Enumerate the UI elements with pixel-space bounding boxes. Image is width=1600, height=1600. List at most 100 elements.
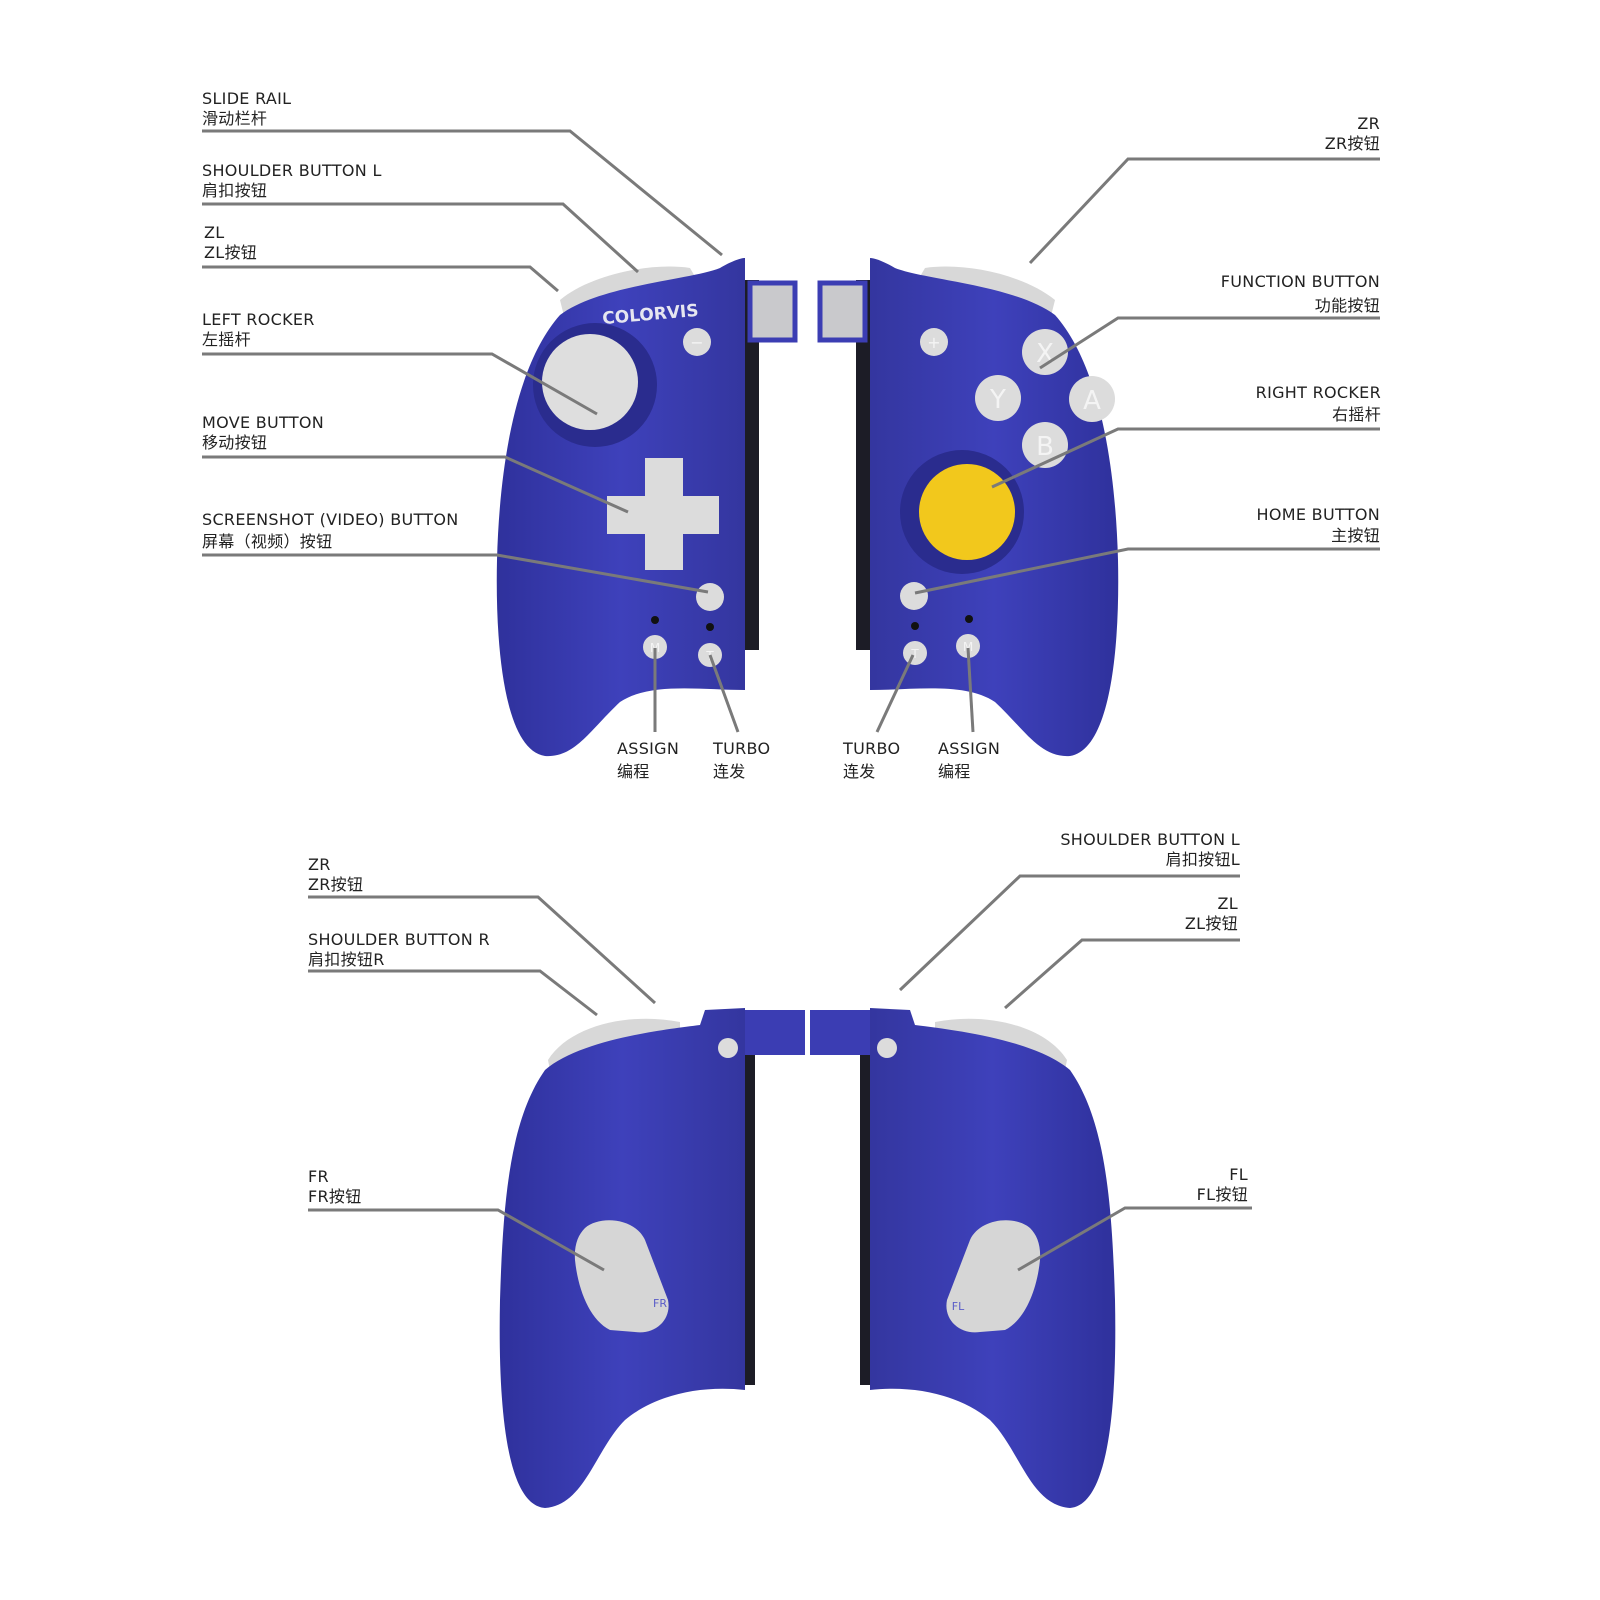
fr-mark: FR [653, 1297, 667, 1310]
leader-right-rocker [991, 427, 1380, 489]
label-zh: 屏幕（视频）按钮 [202, 532, 333, 551]
plus-glyph: + [927, 333, 940, 352]
rail-release-button[interactable] [877, 1038, 897, 1058]
x-button[interactable] [1022, 329, 1068, 375]
led-dot [965, 615, 973, 623]
label-en: MOVE BUTTON [202, 413, 325, 432]
t-glyph: T [910, 647, 919, 661]
fl-paddle[interactable] [946, 1220, 1041, 1333]
slide-tab-right [817, 280, 868, 343]
leader-back-zl [1004, 938, 1240, 1010]
slide-rail-left [745, 280, 759, 650]
y-glyph: Y [989, 385, 1006, 415]
fl-mark: FL [952, 1300, 965, 1313]
left-controller-back [810, 1008, 1116, 1508]
label-zh: 肩扣按钮R [308, 950, 385, 969]
label-en: SCREENSHOT (VIDEO) BUTTON [202, 510, 459, 529]
label-zh: 移动按钮 [202, 433, 268, 452]
label-zh: 肩扣按钮 [202, 181, 268, 200]
leader-back-shoulder-r [308, 969, 598, 1017]
a-glyph: A [1083, 386, 1101, 416]
label-en: ASSIGN [617, 739, 680, 758]
fr-paddle[interactable] [574, 1220, 669, 1333]
left-rocker[interactable] [542, 334, 638, 430]
leader-assign-right [966, 647, 975, 733]
move-button-dpad[interactable] [607, 458, 719, 570]
leader-fr [308, 1208, 605, 1272]
label-right-rocker: RIGHT ROCKER 右摇杆 [1256, 382, 1381, 426]
leader-slide-rail [202, 129, 723, 257]
label-en: ZL [1217, 894, 1238, 913]
label-zh: ZR按钮 [308, 875, 364, 894]
label-en: SHOULDER BUTTON L [1060, 830, 1240, 849]
leader-move-button [202, 455, 629, 514]
leader-lines [202, 129, 1380, 1272]
home-button[interactable] [900, 582, 928, 610]
label-zh: 右摇杆 [1332, 405, 1381, 424]
leader-screenshot [202, 553, 709, 594]
label-en: ASSIGN [938, 739, 1001, 758]
label-zh: FL按钮 [1196, 1185, 1248, 1204]
leader-turbo-left [708, 654, 740, 733]
label-zh: 连发 [713, 762, 746, 781]
leader-turbo-right [875, 654, 915, 733]
slide-rail-right [856, 280, 870, 650]
screenshot-button[interactable] [696, 583, 724, 611]
leader-zr [1028, 157, 1380, 265]
y-button[interactable] [975, 375, 1021, 421]
leader-back-zr [308, 895, 657, 1005]
label-zh: 左摇杆 [202, 330, 251, 349]
a-button[interactable] [1069, 376, 1115, 422]
b-glyph: B [1036, 432, 1054, 462]
label-zh: 功能按钮 [1314, 296, 1380, 315]
led-dot [706, 623, 714, 631]
label-en: TURBO [843, 739, 901, 758]
plus-button[interactable] [920, 328, 948, 356]
label-en: SHOULDER BUTTON L [202, 161, 382, 180]
leader-shoulder-l [202, 202, 640, 274]
label-en: SLIDE RAIL [202, 89, 292, 108]
label-en: FL [1229, 1165, 1248, 1184]
label-home-button: HOME BUTTON 主按钮 [1257, 504, 1380, 546]
turbo-button-right[interactable] [903, 641, 927, 665]
label-en: FR [308, 1167, 329, 1186]
label-assign-left: ASSIGN 编程 [617, 737, 679, 783]
right-controller-back [499, 1008, 805, 1508]
label-turbo-right: TURBO 连发 [843, 737, 900, 783]
label-en: ZR [308, 855, 331, 874]
minus-button[interactable] [683, 328, 711, 356]
label-zh: 主按钮 [1331, 526, 1380, 545]
right-rocker[interactable] [919, 464, 1015, 560]
label-en: TURBO [713, 739, 771, 758]
label-en: SHOULDER BUTTON R [308, 930, 490, 949]
assign-button-left[interactable] [643, 635, 667, 659]
leader-function [1039, 316, 1380, 370]
label-zh: FR按钮 [308, 1187, 362, 1206]
label-en: ZL [204, 223, 225, 242]
assign-button-right[interactable] [956, 634, 980, 658]
label-zh: ZL按钮 [204, 243, 258, 262]
label-en: HOME BUTTON [1256, 505, 1380, 524]
label-turbo-left: TURBO 连发 [713, 737, 770, 783]
label-zh: 滑动栏杆 [202, 109, 268, 128]
label-zh: 编程 [617, 762, 650, 781]
rail-release-button[interactable] [718, 1038, 738, 1058]
label-zh: ZR按钮 [1324, 134, 1380, 153]
label-en: RIGHT ROCKER [1255, 383, 1381, 402]
label-en: LEFT ROCKER [202, 310, 315, 329]
label-zh: 连发 [843, 762, 876, 781]
label-screenshot: SCREENSHOT (VIDEO) BUTTON 屏幕（视频）按钮 [202, 509, 459, 553]
left-controller-front: COLORVIS [496, 258, 798, 757]
